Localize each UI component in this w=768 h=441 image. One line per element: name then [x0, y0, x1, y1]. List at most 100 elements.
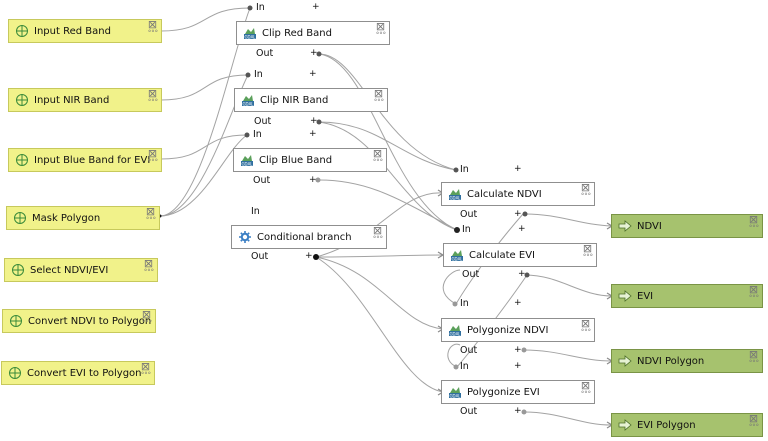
node-menu-icon[interactable]: ⊠∘∘∘: [372, 147, 383, 164]
input-nir-band-node[interactable]: Input NIR Band ⊠∘∘∘: [8, 88, 162, 112]
port-expand-icon[interactable]: +: [514, 406, 522, 416]
node-label: Clip Blue Band: [259, 154, 333, 166]
port-in-label: In: [253, 129, 262, 140]
node-label: EVI: [637, 290, 654, 302]
svg-text:GDAL: GDAL: [241, 162, 253, 167]
output-arrow-icon: [618, 355, 632, 367]
svg-text:GDAL: GDAL: [242, 102, 254, 107]
wire: [524, 213, 613, 227]
clip-blue-band-node[interactable]: GDAL Clip Blue Band ⊠∘∘∘: [233, 148, 387, 172]
ndvi-output-node[interactable]: NDVI ⊠∘∘∘: [611, 214, 763, 238]
port-expand-icon[interactable]: +: [309, 129, 317, 139]
node-label: EVI Polygon: [637, 419, 696, 431]
parameter-icon: [12, 264, 24, 276]
clip-red-band-node[interactable]: GDAL Clip Red Band ⊠∘∘∘: [236, 21, 390, 45]
svg-text:GDAL: GDAL: [244, 35, 256, 40]
port-in-label: In: [251, 206, 260, 217]
wire: [318, 53, 458, 231]
node-menu-icon[interactable]: ⊠∘∘∘: [140, 360, 151, 377]
node-menu-icon[interactable]: ⊠∘∘∘: [147, 87, 158, 104]
port-expand-icon[interactable]: +: [312, 2, 320, 12]
port-expand-icon[interactable]: +: [309, 69, 317, 79]
node-menu-icon[interactable]: ⊠∘∘∘: [373, 87, 384, 104]
node-menu-icon[interactable]: ⊠∘∘∘: [145, 205, 156, 222]
node-label: Conditional branch: [257, 231, 352, 243]
svg-text:GDAL: GDAL: [451, 257, 463, 262]
node-menu-icon[interactable]: ⊠∘∘∘: [748, 283, 759, 300]
port-expand-icon[interactable]: +: [514, 361, 522, 371]
node-label: Calculate EVI: [469, 249, 535, 261]
node-menu-icon[interactable]: ⊠∘∘∘: [580, 379, 591, 396]
node-menu-icon[interactable]: ⊠∘∘∘: [748, 412, 759, 429]
node-menu-icon[interactable]: ⊠∘∘∘: [147, 147, 158, 164]
port-expand-icon[interactable]: +: [310, 116, 318, 126]
node-menu-icon[interactable]: ⊠∘∘∘: [748, 348, 759, 365]
node-menu-icon[interactable]: ⊠∘∘∘: [143, 257, 154, 274]
calculate-ndvi-node[interactable]: GDAL Calculate NDVI ⊠∘∘∘: [441, 182, 595, 206]
wire: [318, 121, 458, 231]
gdal-icon: GDAL: [449, 189, 461, 201]
port-out-label: Out: [253, 175, 271, 186]
port-in-label: In: [460, 164, 469, 175]
clip-nir-band-node[interactable]: GDAL Clip NIR Band ⊠∘∘∘: [234, 88, 388, 112]
node-menu-icon[interactable]: ⊠∘∘∘: [141, 308, 152, 325]
node-label: Convert EVI to Polygon: [27, 367, 142, 379]
output-arrow-icon: [618, 290, 632, 302]
convert-ndvi-node[interactable]: Convert NDVI to Polygon ⊠∘∘∘: [2, 309, 156, 333]
select-ndvi-evi-node[interactable]: Select NDVI/EVI ⊠∘∘∘: [4, 258, 158, 282]
node-label: Mask Polygon: [32, 212, 101, 224]
output-arrow-icon: [618, 419, 632, 431]
gdal-icon: GDAL: [449, 325, 461, 337]
calculate-evi-node[interactable]: GDAL Calculate EVI ⊠∘∘∘: [443, 243, 597, 267]
parameter-icon: [9, 367, 21, 379]
wire: [524, 274, 613, 297]
port-expand-icon[interactable]: +: [305, 251, 313, 261]
port-out-label: Out: [251, 251, 269, 262]
evi-polygon-output-node[interactable]: EVI Polygon ⊠∘∘∘: [611, 413, 763, 437]
ndvi-polygon-output-node[interactable]: NDVI Polygon ⊠∘∘∘: [611, 349, 763, 373]
polygonize-evi-node[interactable]: GDAL Polygonize EVI ⊠∘∘∘: [441, 380, 595, 404]
node-label: Input NIR Band: [34, 94, 110, 106]
gdal-icon: GDAL: [241, 155, 253, 167]
wire: [447, 343, 461, 368]
port-in-label: In: [460, 361, 469, 372]
convert-evi-node[interactable]: Convert EVI to Polygon ⊠∘∘∘: [1, 361, 155, 385]
port-expand-icon[interactable]: +: [514, 298, 522, 308]
node-menu-icon[interactable]: ⊠∘∘∘: [748, 213, 759, 230]
node-label: Clip Red Band: [262, 27, 332, 39]
parameter-icon: [16, 25, 28, 37]
svg-text:GDAL: GDAL: [449, 394, 461, 399]
node-menu-icon[interactable]: ⊠∘∘∘: [580, 181, 591, 198]
port-expand-icon[interactable]: +: [518, 269, 526, 279]
wire: [315, 256, 444, 330]
port-expand-icon[interactable]: +: [514, 345, 522, 355]
wire: [523, 411, 613, 426]
conditional-branch-node[interactable]: Conditional branch ⊠∘∘∘: [231, 225, 387, 249]
node-menu-icon[interactable]: ⊠∘∘∘: [582, 242, 593, 259]
port-out-label: Out: [460, 209, 478, 220]
gdal-icon: GDAL: [242, 95, 254, 107]
node-menu-icon[interactable]: ⊠∘∘∘: [372, 224, 383, 241]
node-label: Input Blue Band for EVI: [34, 154, 151, 166]
input-blue-band-node[interactable]: Input Blue Band for EVI ⊠∘∘∘: [8, 148, 162, 172]
port-expand-icon[interactable]: +: [514, 164, 522, 174]
node-menu-icon[interactable]: ⊠∘∘∘: [375, 20, 386, 37]
port-in-label: In: [256, 2, 265, 13]
node-menu-icon[interactable]: ⊠∘∘∘: [147, 18, 158, 35]
wire: [442, 269, 461, 305]
node-menu-icon[interactable]: ⊠∘∘∘: [580, 317, 591, 334]
port-expand-icon[interactable]: +: [310, 48, 318, 58]
gdal-icon: GDAL: [449, 387, 461, 399]
evi-output-node[interactable]: EVI ⊠∘∘∘: [611, 284, 763, 308]
port-expand-icon[interactable]: +: [514, 209, 522, 219]
svg-text:GDAL: GDAL: [449, 196, 461, 201]
port-out-label: Out: [256, 48, 274, 59]
wire: [318, 179, 458, 231]
port-expand-icon[interactable]: +: [518, 224, 526, 234]
node-label: Select NDVI/EVI: [30, 264, 109, 276]
polygonize-ndvi-node[interactable]: GDAL Polygonize NDVI ⊠∘∘∘: [441, 318, 595, 342]
input-red-band-node[interactable]: Input Red Band ⊠∘∘∘: [8, 19, 162, 43]
mask-polygon-node[interactable]: Mask Polygon ⊠∘∘∘: [6, 206, 160, 230]
port-expand-icon[interactable]: +: [309, 175, 317, 185]
parameter-icon: [10, 315, 22, 327]
